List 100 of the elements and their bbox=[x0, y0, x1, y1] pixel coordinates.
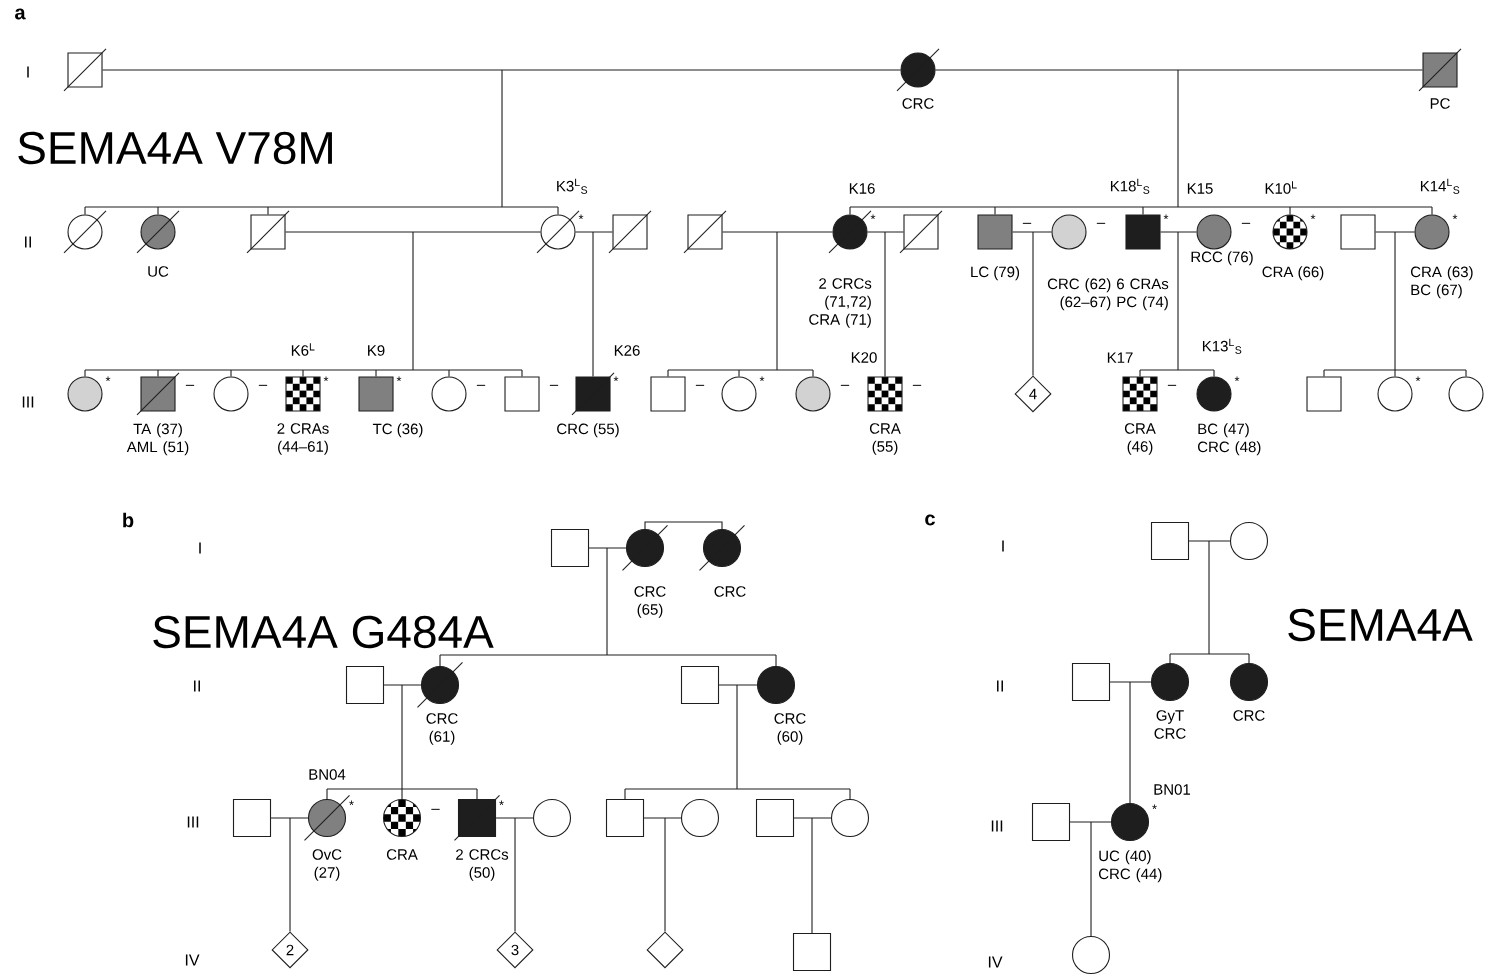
individual-id: K26 bbox=[614, 345, 640, 356]
individual-id: K3$^{L}$S bbox=[557, 178, 588, 194]
asterisk: * bbox=[105, 376, 111, 382]
generation-label: III bbox=[991, 820, 1003, 832]
square-symbol bbox=[683, 210, 727, 254]
family-line bbox=[1169, 540, 1250, 664]
circle-symbol bbox=[382, 798, 422, 838]
gene-label: SEMA4A G484A bbox=[153, 615, 494, 649]
diagnosis-label: CRC (60) bbox=[774, 713, 806, 745]
dash-mark: – bbox=[840, 384, 850, 386]
diagnosis-label: CRC (65) bbox=[634, 586, 666, 618]
circle-symbol bbox=[213, 376, 249, 412]
family-line bbox=[84, 231, 541, 377]
asterisk: * bbox=[870, 214, 876, 220]
asterisk: * bbox=[1152, 804, 1157, 810]
circle-symbol bbox=[1377, 376, 1413, 412]
generation-label: IV bbox=[988, 956, 1003, 968]
family-line bbox=[867, 231, 904, 377]
asterisk: * bbox=[499, 800, 504, 806]
circle-symbol bbox=[1110, 802, 1150, 842]
generation-label: I bbox=[199, 542, 201, 554]
dash-mark: – bbox=[549, 384, 559, 386]
individual-id: K9 bbox=[368, 345, 385, 356]
circle-symbol bbox=[303, 794, 351, 842]
generation-label: II bbox=[194, 680, 200, 692]
panel-letter: b bbox=[123, 512, 134, 528]
square-symbol bbox=[358, 376, 394, 412]
individual-id: K15 bbox=[1187, 183, 1213, 194]
circle-symbol bbox=[1196, 214, 1232, 250]
gene-label: SEMA4A V78M bbox=[18, 131, 332, 165]
circle-symbol bbox=[698, 524, 746, 572]
square-symbol bbox=[608, 210, 652, 254]
diagnosis-label: RCC (76) bbox=[1191, 251, 1253, 266]
family-line bbox=[1323, 231, 1467, 377]
family-line bbox=[1012, 231, 1052, 376]
family-line bbox=[1069, 821, 1112, 937]
diagnosis-label: LC (79) bbox=[971, 266, 1020, 281]
diagnosis-label: CRC bbox=[714, 586, 746, 597]
circle-symbol bbox=[1414, 214, 1450, 250]
family-line bbox=[270, 817, 309, 932]
circle-symbol bbox=[1071, 935, 1111, 975]
generation-label: IV bbox=[185, 954, 200, 966]
diagnosis-label: 2 CRAs (44–61) bbox=[277, 423, 329, 455]
family-line bbox=[1139, 231, 1215, 377]
square-symbol bbox=[650, 376, 686, 412]
diagnosis-label: UC bbox=[148, 266, 169, 277]
circle-symbol bbox=[1196, 376, 1232, 412]
individual-id: K17 bbox=[1107, 352, 1133, 363]
square-symbol bbox=[504, 376, 540, 412]
square-symbol bbox=[1340, 214, 1376, 250]
square-symbol bbox=[63, 48, 107, 92]
individual-id: BN01 bbox=[1154, 784, 1191, 795]
diagnosis-label: PC bbox=[1430, 98, 1450, 109]
generation-label: II bbox=[25, 236, 31, 248]
square-symbol bbox=[453, 794, 501, 842]
family-line bbox=[624, 684, 851, 800]
square-symbol bbox=[345, 665, 385, 705]
square-symbol bbox=[285, 376, 321, 412]
family-line bbox=[667, 231, 833, 377]
diagnosis-label: UC (40) CRC (44) bbox=[1099, 850, 1162, 883]
diagnosis-label: OvC (27) bbox=[312, 849, 342, 881]
circle-symbol bbox=[1272, 214, 1308, 250]
family-line bbox=[849, 69, 1433, 215]
generation-label: I bbox=[27, 66, 29, 78]
family-line bbox=[1109, 681, 1152, 804]
diagnosis-label: CRA (55) bbox=[869, 423, 901, 455]
circle-symbol bbox=[416, 661, 464, 709]
dash-mark: – bbox=[912, 384, 922, 386]
dash-mark: – bbox=[476, 384, 486, 386]
square-symbol bbox=[1418, 48, 1462, 92]
individual-id: K13$^{L}$S bbox=[1202, 338, 1242, 354]
diagnosis-label: BC (47) CRC (48) bbox=[1198, 423, 1261, 456]
circle-symbol bbox=[721, 376, 757, 412]
diagnosis-label: CRC (61) bbox=[426, 713, 458, 745]
diagnosis-label: CRA bbox=[386, 849, 418, 860]
square-symbol bbox=[1071, 662, 1111, 702]
dash-mark: – bbox=[1241, 222, 1251, 224]
square-symbol bbox=[755, 798, 795, 838]
dash-mark: – bbox=[1096, 222, 1106, 224]
circle-symbol bbox=[621, 524, 669, 572]
asterisk: * bbox=[759, 376, 765, 382]
individual-id: K6$^{L}$ bbox=[291, 343, 315, 356]
asterisk: * bbox=[396, 376, 402, 382]
gene-label: SEMA4A bbox=[1288, 608, 1473, 642]
family-line bbox=[793, 817, 832, 934]
circle-symbol bbox=[1229, 662, 1269, 702]
circle-symbol bbox=[1229, 521, 1269, 561]
generation-label: II bbox=[997, 680, 1003, 692]
dash-mark: – bbox=[185, 384, 195, 386]
family-line bbox=[84, 69, 901, 215]
circle-symbol bbox=[756, 665, 796, 705]
dash-mark: – bbox=[1167, 384, 1177, 386]
square-symbol bbox=[680, 665, 720, 705]
diagnosis-label: CRC bbox=[1233, 710, 1265, 721]
circle-symbol bbox=[67, 376, 103, 412]
square-symbol bbox=[550, 528, 590, 568]
circle-symbol bbox=[536, 210, 580, 254]
square-symbol bbox=[1122, 376, 1158, 412]
circle-symbol bbox=[63, 210, 107, 254]
individual-id: K14$^{L}$S bbox=[1420, 178, 1460, 194]
